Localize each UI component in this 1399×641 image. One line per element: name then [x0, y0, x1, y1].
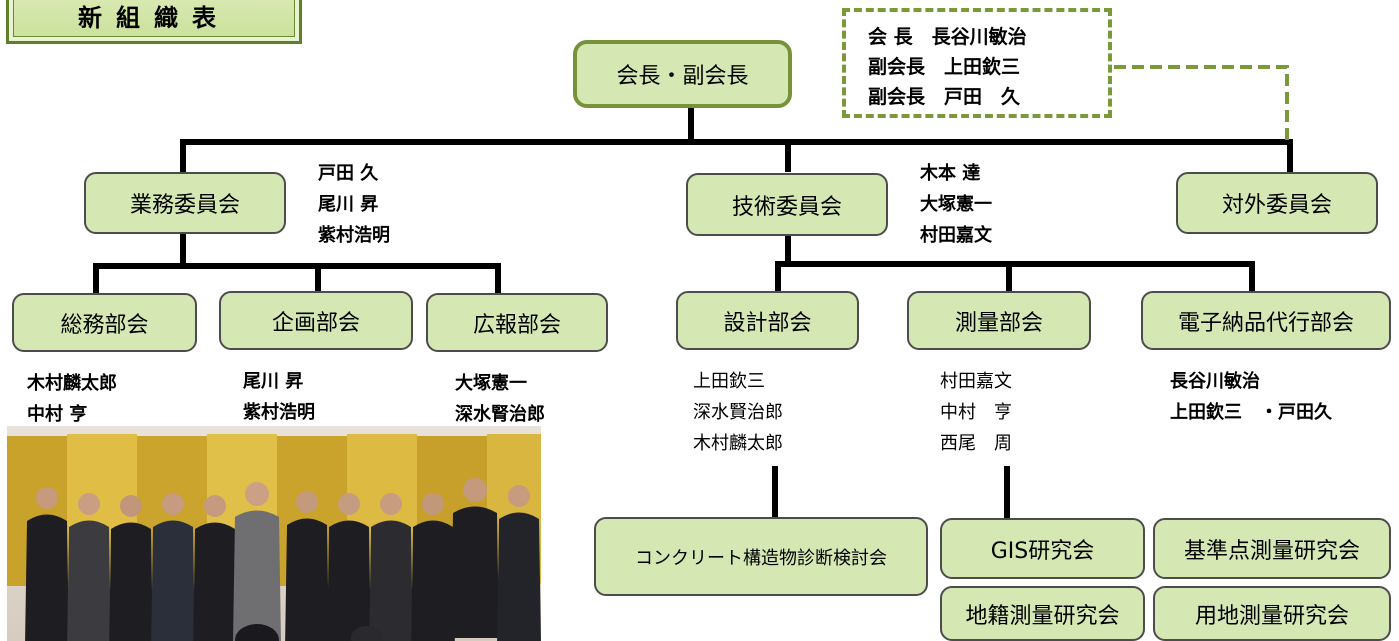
pr-members: 大塚憲一 深水腎治郎: [455, 368, 545, 430]
node-benchmark-study: 基準点測量研究会: [1153, 518, 1391, 579]
node-technical-committee: 技術委員会: [686, 173, 888, 236]
member-name: 木本 達: [920, 163, 981, 184]
member-name: 紫村浩明: [318, 225, 390, 246]
officer-line: 会 長 長谷川敏治: [868, 26, 1027, 48]
general-members: 木村麟太郎 中村 亨: [27, 368, 117, 430]
member-name: 木村麟太郎: [693, 433, 783, 454]
edelivery-members: 長谷川敏治 上田欽三 ・戸田久: [1170, 366, 1332, 428]
officers-box: 会 長 長谷川敏治 副会長 上田欽三 副会長 戸田 久: [842, 8, 1112, 118]
node-cadastral-study: 地籍測量研究会: [940, 586, 1145, 641]
node-pr: 広報部会: [426, 293, 608, 352]
member-name: 大塚憲一: [920, 194, 992, 215]
chart-title: 新組織表: [6, 0, 302, 44]
node-land-study: 用地測量研究会: [1153, 586, 1391, 641]
member-name: 西尾 周: [940, 433, 1012, 454]
node-planning: 企画部会: [219, 291, 413, 350]
member-name: 深水腎治郎: [455, 404, 545, 425]
node-external-committee: 対外委員会: [1176, 172, 1378, 234]
member-name: 村田嘉文: [920, 225, 992, 246]
design-members: 上田欽三 深水賢治郎 木村麟太郎: [693, 366, 783, 459]
member-name: 中村 亨: [27, 404, 88, 425]
member-name: 大塚憲一: [455, 373, 527, 394]
member-name: 戸田 久: [318, 163, 379, 184]
node-chairman: 会長・副会長: [573, 40, 792, 108]
group-photo-image: [7, 426, 541, 641]
technical-members: 木本 達 大塚憲一 村田嘉文: [920, 158, 992, 251]
member-name: 尾川 昇: [318, 194, 379, 215]
member-name: 紫村浩明: [243, 402, 315, 423]
survey-members: 村田嘉文 中村 亨 西尾 周: [940, 366, 1012, 459]
member-name: 中村 亨: [940, 402, 1012, 423]
group-photo: [7, 426, 541, 641]
member-name: 長谷川敏治: [1170, 371, 1260, 392]
planning-members: 尾川 昇 紫村浩明: [243, 366, 315, 428]
officers-connector: [1114, 65, 1289, 140]
member-name: 木村麟太郎: [27, 373, 117, 394]
node-concrete-study: コンクリート構造物診断検討会: [594, 517, 928, 596]
member-name: 上田欽三 ・戸田久: [1170, 402, 1332, 423]
node-gis-study: GIS研究会: [940, 518, 1145, 579]
member-name: 尾川 昇: [243, 371, 304, 392]
node-electronic-delivery: 電子納品代行部会: [1141, 291, 1391, 350]
business-members: 戸田 久 尾川 昇 紫村浩明: [318, 158, 390, 251]
member-name: 村田嘉文: [940, 371, 1012, 392]
member-name: 上田欽三: [693, 371, 765, 392]
node-business-committee: 業務委員会: [84, 172, 286, 234]
node-survey: 測量部会: [907, 291, 1091, 350]
officer-line: 副会長 戸田 久: [868, 86, 1021, 108]
member-name: 深水賢治郎: [693, 402, 783, 423]
node-design: 設計部会: [676, 291, 859, 350]
officer-line: 副会長 上田欽三: [868, 56, 1021, 78]
node-general-affairs: 総務部会: [12, 293, 197, 352]
